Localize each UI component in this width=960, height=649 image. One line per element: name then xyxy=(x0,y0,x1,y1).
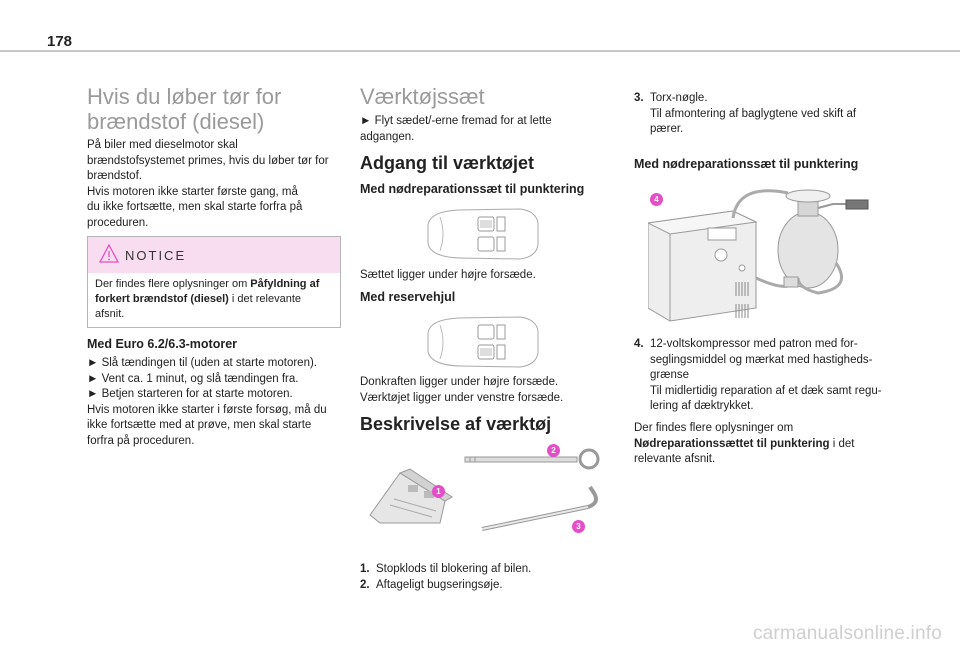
move-seat-line: ► Flyt sædet/-erne fremad for at lette xyxy=(360,115,552,127)
move-seat-line: adgangen. xyxy=(360,130,415,143)
notice-box: NOTICE Der findes flere oplysninger om P… xyxy=(87,236,341,328)
notice-header: NOTICE xyxy=(88,237,340,273)
title-line-2: brændstof (diesel) xyxy=(87,109,265,134)
item-text: Aftageligt bugseringsøje. xyxy=(376,578,503,591)
item-3-line: Torx-nøgle. xyxy=(650,92,708,104)
more-info-text: i det xyxy=(829,437,855,450)
notice-text-part: Der findes flere oplysninger om xyxy=(95,278,251,290)
intro-line: brændstof. xyxy=(87,170,142,182)
notice-text-part: i det relevante xyxy=(228,293,302,305)
step-item: ► Betjen starteren for at starte motoren… xyxy=(87,388,293,400)
item-4-line: seglingsmiddel og mærkat med hastigheds- xyxy=(650,353,873,366)
toolkit-title: Værktøjssæt xyxy=(360,84,485,109)
notice-link-text: Påfyldning af xyxy=(250,278,320,290)
towing-eye-icon xyxy=(464,448,600,470)
more-info-link-text: Nødreparationssættet til punktering xyxy=(634,437,830,450)
notice-text: Der findes flere oplysninger om Påfyldni… xyxy=(95,277,335,322)
intro-line: du ikke fortsætte, men skal starte forfr… xyxy=(87,201,303,213)
sealant-cartridge-icon xyxy=(777,189,869,289)
tool-item-1: 1. Stopklods til blokering af bilen. xyxy=(360,562,600,578)
watermark: carmanualsonline.info xyxy=(752,623,942,644)
spare-caption-line: Donkraften ligger under højre forsæde. xyxy=(360,376,559,388)
intro-line: proceduren. xyxy=(87,216,149,229)
item-text: Stopklods til blokering af bilen. xyxy=(376,563,532,575)
car-seat-diagram-spare xyxy=(427,316,539,368)
tool-description-heading: Beskrivelse af værktøj xyxy=(360,414,552,434)
item-4-line: lering af dæktrykket. xyxy=(650,400,754,412)
item-4-line: grænse xyxy=(650,369,689,381)
item-4-line: Til midlertidig reparation af et dæk sam… xyxy=(650,384,882,397)
item-number: 2. xyxy=(360,578,370,591)
item-3-line: pærer. xyxy=(650,123,684,135)
col1-intro: På biler med dieselmotor skal brændstofs… xyxy=(87,138,347,231)
header-divider xyxy=(0,50,960,52)
step-item: ► Vent ca. 1 minut, og slå tændingen fra… xyxy=(87,372,299,385)
notice-link-text: forkert brændstof (diesel) xyxy=(95,293,229,305)
outro-line: Hvis motoren ikke starter i første forsø… xyxy=(87,403,327,416)
spare-heading: Med reservehjul xyxy=(360,290,456,304)
tool-item-4: 4. 12-voltskompressor med patron med for… xyxy=(634,337,894,415)
col3-more-info: Der findes flere oplysninger om Nødrepar… xyxy=(634,421,894,468)
warning-icon xyxy=(99,244,119,263)
item-4-line: 12-voltskompressor med patron med for- xyxy=(650,338,858,350)
valve-connector-icon xyxy=(783,276,799,288)
col1-title: Hvis du løber tør for brændstof (diesel) xyxy=(87,84,347,134)
item-number: 1. xyxy=(360,563,370,575)
callout-badge-3: 3 xyxy=(572,520,585,533)
tool-item-2: 2. Aftageligt bugseringsøje. xyxy=(360,578,600,594)
move-seat-text: ► Flyt sædet/-erne fremad for at lette a… xyxy=(360,114,600,145)
more-info-line: Der findes flere oplysninger om xyxy=(634,422,794,434)
page-number: 178 xyxy=(47,33,73,50)
title-line-1: Hvis du løber tør for xyxy=(87,84,282,109)
item-3-block: 3. Torx-nøgle. Til afmontering af baglyg… xyxy=(634,91,894,138)
steps-list: ► Slå tændingen til (uden at starte moto… xyxy=(87,356,347,449)
col3-kit-heading: Med nødreparationssæt til punktering xyxy=(634,157,859,171)
item-4-block: 4. 12-voltskompressor med patron med for… xyxy=(634,337,894,415)
compressor-icon xyxy=(648,210,758,322)
car-seat-diagram-kit xyxy=(427,208,539,260)
callout-badge-2: 2 xyxy=(547,444,560,457)
euro-subheading: Med Euro 6.2/6.3-motorer xyxy=(87,337,238,351)
notice-title: NOTICE xyxy=(125,248,187,263)
step-item: ► Slå tændingen til (uden at starte moto… xyxy=(87,357,317,369)
outro-line: forfra på proceduren. xyxy=(87,434,195,447)
outro-line: ikke fortsætte med at prøve, men skal st… xyxy=(87,419,312,431)
intro-line: brændstofsystemet primes, hvis du løber … xyxy=(87,154,329,167)
intro-line: Hvis motoren ikke starter første gang, m… xyxy=(87,185,298,198)
spare-caption-line: Værktøjet ligger under venstre forsæde. xyxy=(360,391,564,404)
torx-key-icon xyxy=(481,485,598,531)
compressor-illustration xyxy=(648,189,869,322)
tool-list: 1. Stopklods til blokering af bilen. 2. Af… xyxy=(360,562,600,593)
intro-line: På biler med dieselmotor skal xyxy=(87,139,238,151)
kit-heading: Med nødreparationssæt til punktering xyxy=(360,182,585,196)
item-3-line: Til afmontering af baglygtene ved skift … xyxy=(650,107,857,120)
item-number: 3. xyxy=(634,92,644,104)
access-heading: Adgang til værktøjet xyxy=(360,153,535,173)
notice-text-part: afsnit. xyxy=(95,308,125,320)
item-number: 4. xyxy=(634,338,644,350)
callout-badge-4: 4 xyxy=(650,193,663,206)
tools-illustration xyxy=(369,448,600,531)
kit-caption: Sættet ligger under højre forsæde. xyxy=(360,269,536,281)
more-info-line: Nødreparationssættet til punktering i de… xyxy=(634,437,894,453)
more-info-line: relevante afsnit. xyxy=(634,453,716,465)
spare-caption: Donkraften ligger under højre forsæde. V… xyxy=(360,375,600,406)
callout-badge-1: 1 xyxy=(432,485,445,498)
tool-item-3: 3. Torx-nøgle. Til afmontering af baglyg… xyxy=(634,91,894,138)
